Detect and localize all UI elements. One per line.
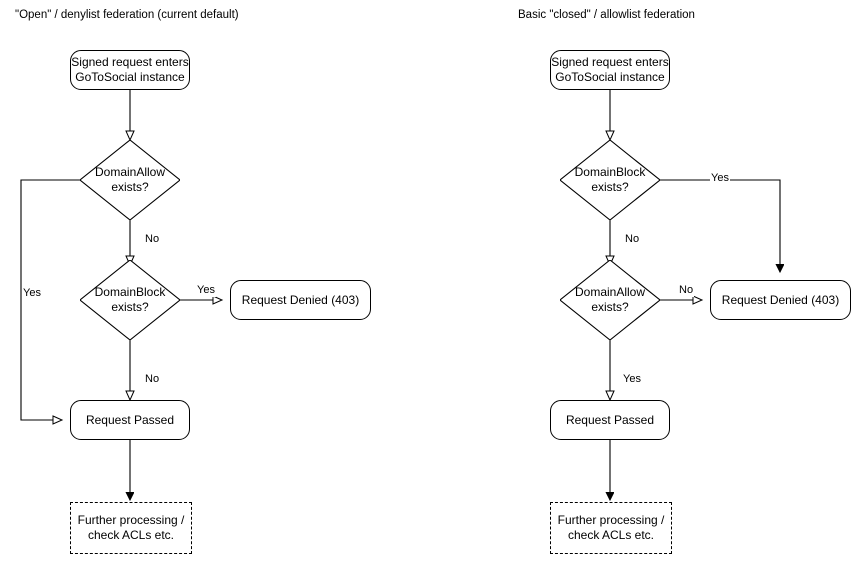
left-further-processing-node: Further processing / check ACLs etc.: [70, 502, 192, 554]
left-decision2-line2: exists?: [111, 300, 149, 314]
right-request-passed-node: Request Passed: [550, 400, 670, 440]
right-decision1-line1: DomainBlock: [574, 165, 646, 179]
left-further-line2: check ACLs etc.: [87, 528, 175, 542]
right-decision1-line2: exists?: [591, 180, 629, 194]
right-decision2-line2: exists?: [591, 300, 629, 314]
left-further-line1: Further processing /: [77, 513, 185, 527]
left-start-line1: Signed request enters: [71, 55, 189, 69]
left-decision1-line2: exists?: [111, 180, 149, 194]
right-decision-domainallow: DomainAllow exists?: [560, 260, 660, 340]
left-request-denied-node: Request Denied (403): [230, 280, 371, 320]
left-request-passed-node: Request Passed: [70, 400, 190, 440]
left-label-block-no: No: [144, 373, 161, 386]
right-decision2-line1: DomainAllow: [574, 285, 646, 299]
left-start-line2: GoToSocial instance: [75, 70, 185, 84]
left-start-node: Signed request enters GoToSocial instanc…: [70, 50, 190, 90]
left-section-title: "Open" / denylist federation (current de…: [15, 9, 239, 21]
left-decision-domainallow: DomainAllow exists?: [80, 140, 180, 220]
left-decision-domainblock: DomainBlock exists?: [80, 260, 180, 340]
right-label-block-no: No: [624, 233, 641, 246]
right-section-title: Basic "closed" / allowlist federation: [518, 9, 695, 21]
left-label-block-yes: Yes: [196, 284, 216, 297]
right-request-denied-node: Request Denied (403): [710, 280, 851, 320]
right-label-allow-yes: Yes: [622, 373, 642, 386]
edge-left-allow-yes: [20, 179, 80, 425]
right-start-line1: Signed request enters: [551, 55, 669, 69]
left-decision1-line1: DomainAllow: [94, 165, 166, 179]
right-further-line2: check ACLs etc.: [567, 528, 655, 542]
left-label-allow-no: No: [144, 233, 161, 246]
right-start-line2: GoToSocial instance: [555, 70, 665, 84]
right-label-allow-no: No: [678, 284, 695, 297]
right-label-block-yes: Yes: [710, 172, 730, 185]
left-label-allow-yes: Yes: [22, 287, 42, 300]
diamond-shape-icon: [80, 260, 180, 340]
right-further-line1: Further processing /: [557, 513, 665, 527]
diamond-shape-icon: [560, 260, 660, 340]
edge-right-block-yes: [660, 179, 780, 272]
right-further-processing-node: Further processing / check ACLs etc.: [550, 502, 672, 554]
right-decision-domainblock: DomainBlock exists?: [560, 140, 660, 220]
right-start-node: Signed request enters GoToSocial instanc…: [550, 50, 670, 90]
left-decision2-line1: DomainBlock: [94, 285, 166, 299]
diamond-shape-icon: [80, 140, 180, 220]
diamond-shape-icon: [560, 140, 660, 220]
